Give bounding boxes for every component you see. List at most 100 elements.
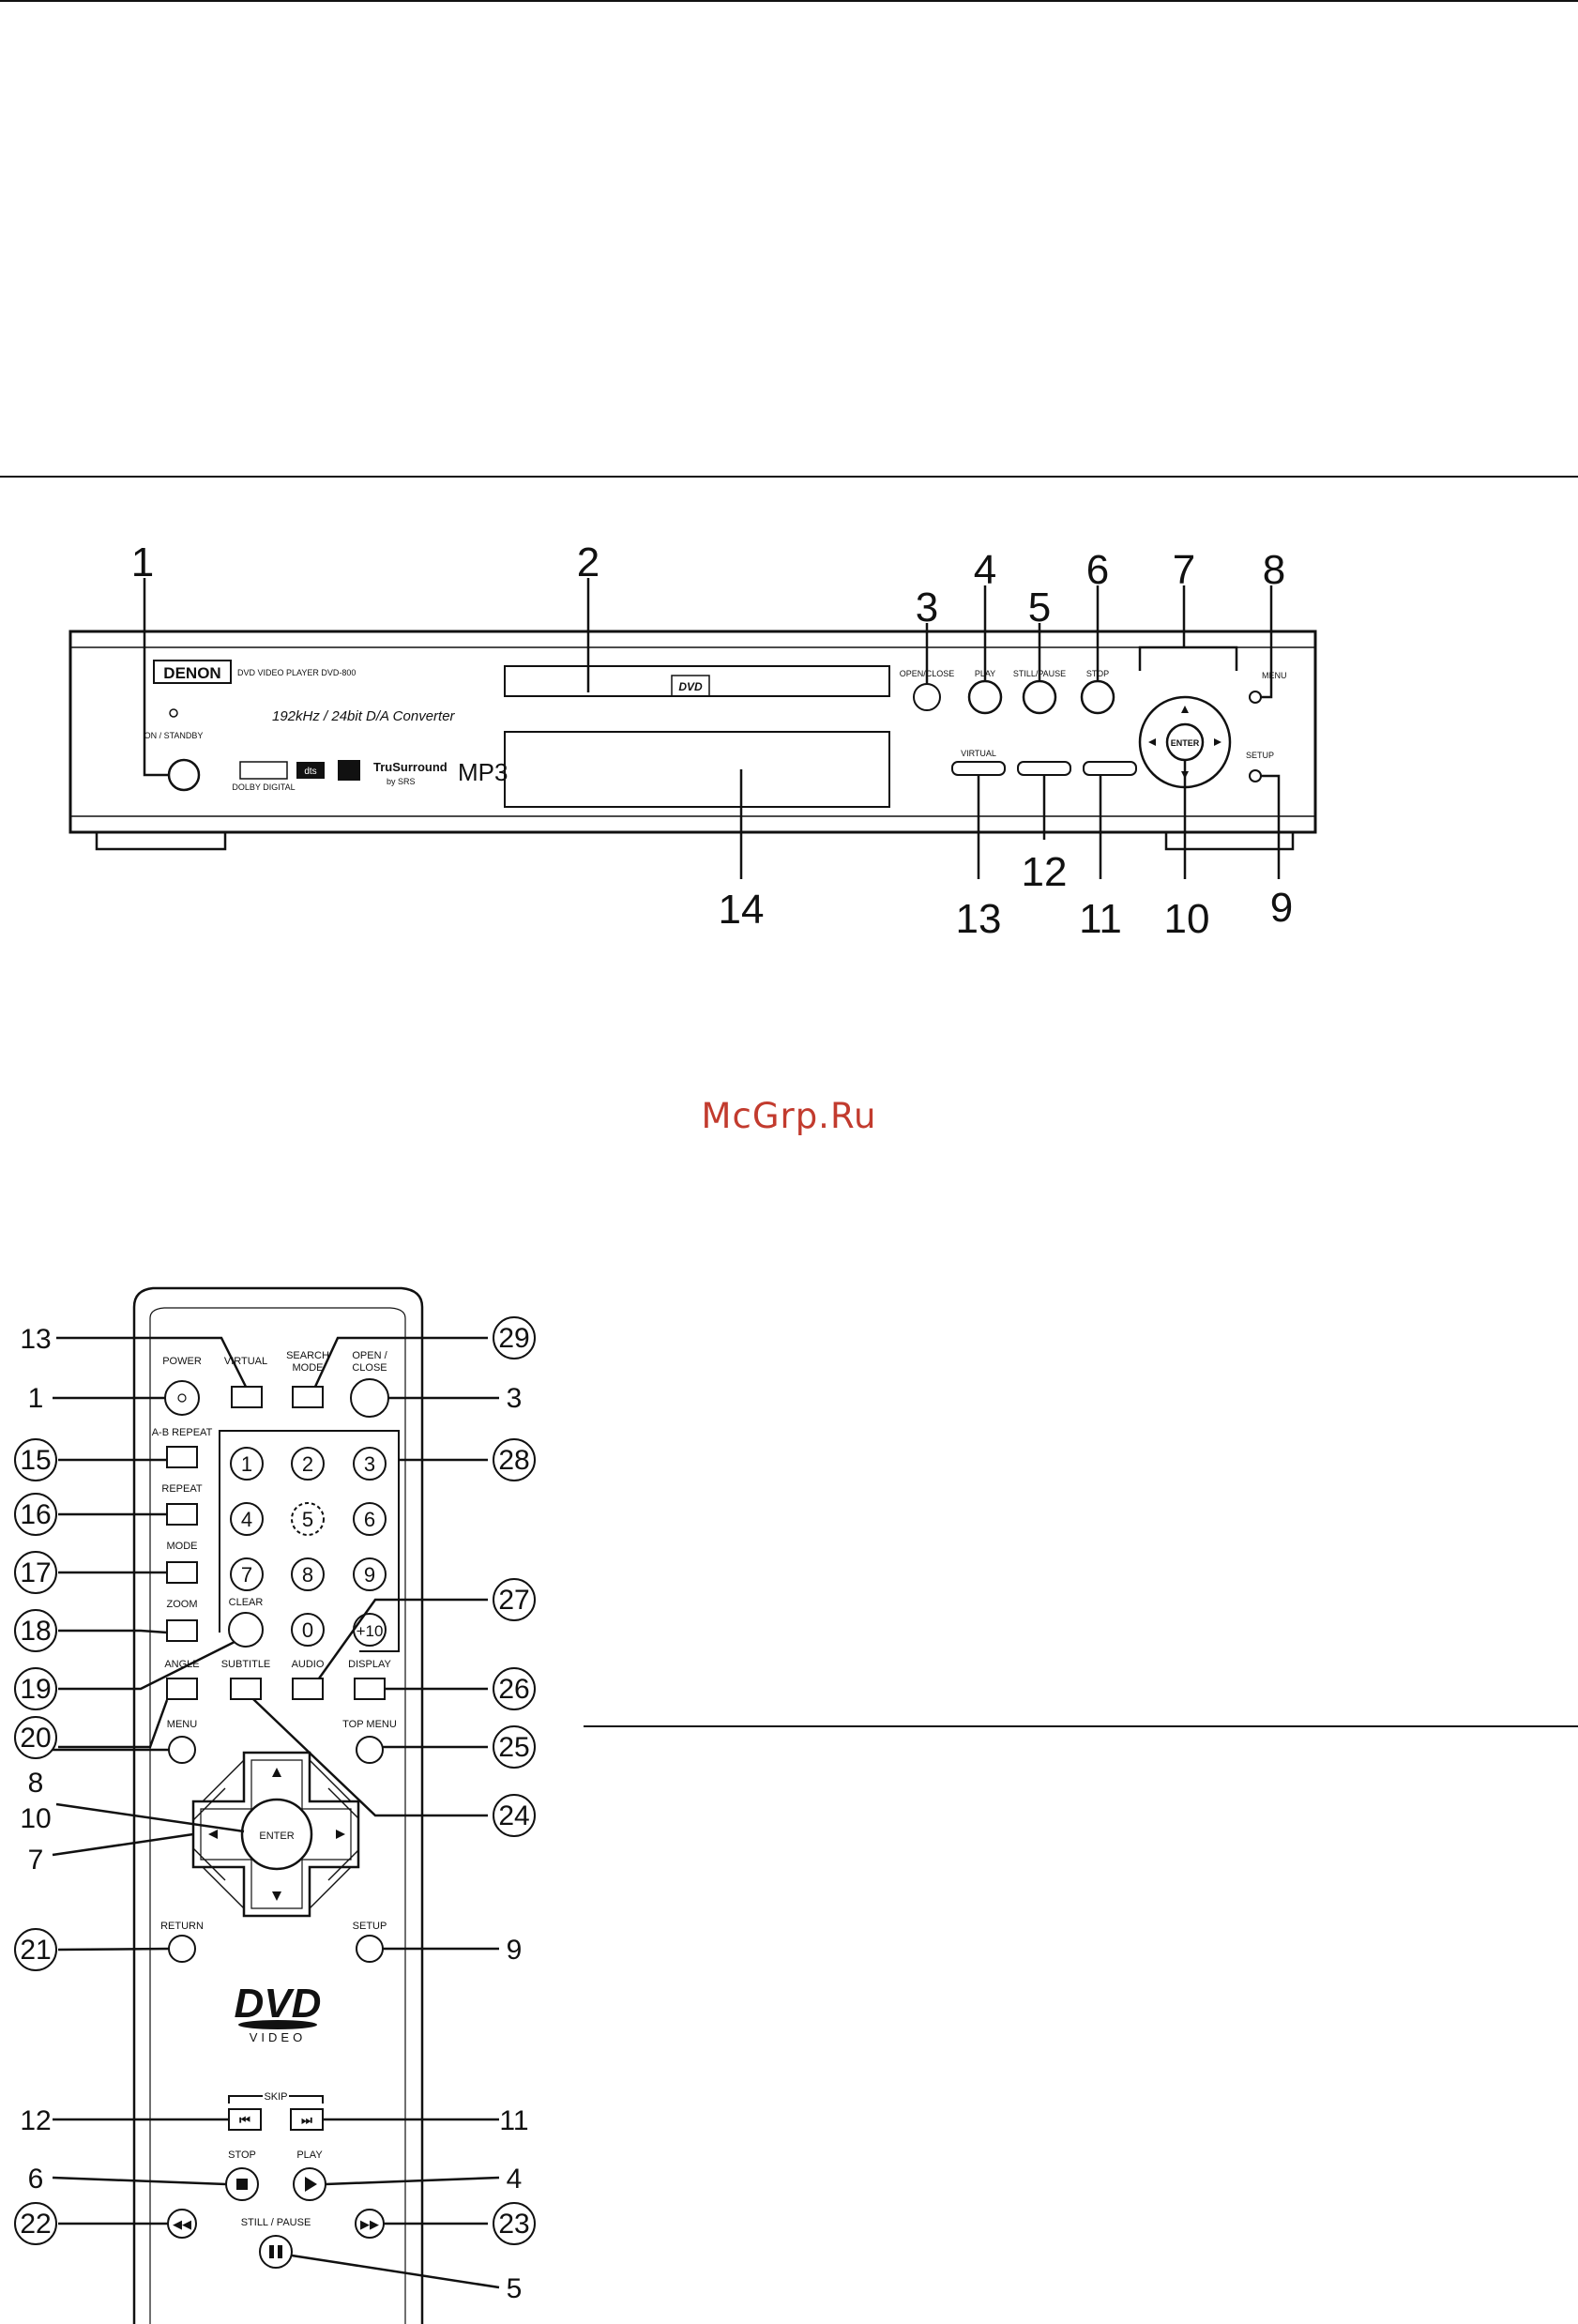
clear-button[interactable] — [228, 1612, 264, 1648]
front-enter-label: ENTER — [1171, 738, 1200, 748]
skip-back-button[interactable] — [1017, 761, 1071, 776]
front-callout-lines — [143, 578, 1281, 879]
angle-button[interactable] — [166, 1678, 198, 1700]
remote-callout-1: 1 — [28, 1383, 44, 1414]
rewind-icon: ◀◀ — [173, 2217, 191, 2231]
remote-menu-button[interactable] — [168, 1736, 196, 1764]
display-window — [504, 731, 890, 808]
zoom-label: ZOOM — [167, 1599, 198, 1610]
audio-label: AUDIO — [292, 1659, 325, 1670]
remote-enter-button[interactable] — [240, 1798, 313, 1871]
pause-icon-bar-1 — [269, 2245, 274, 2258]
ab-repeat-button[interactable] — [166, 1446, 198, 1468]
remote-still-pause-button[interactable] — [259, 2235, 293, 2269]
callout-12: 12 — [1022, 849, 1068, 895]
dolby-label: DOLBY DIGITAL — [232, 782, 295, 792]
virtual-button[interactable] — [951, 761, 1006, 776]
power-label-remote: POWER — [162, 1356, 202, 1367]
skip-forward-button[interactable] — [1083, 761, 1137, 776]
open-close-label-2: CLOSE — [352, 1362, 387, 1374]
callout-3: 3 — [916, 585, 938, 630]
fast-forward-icon: ▶▶ — [360, 2217, 379, 2231]
remote-callouts-left: 13 1 15 16 17 18 19 20 8 10 7 21 12 6 22 — [14, 1324, 57, 2245]
num-label-3: 3 — [364, 1452, 375, 1476]
remote-callout-21: 21 — [20, 1935, 51, 1966]
remote-callout-12: 12 — [20, 2105, 51, 2136]
remote-setup-button[interactable] — [356, 1935, 384, 1963]
remote-callout-7: 7 — [28, 1845, 44, 1876]
num-button-7[interactable] — [230, 1557, 264, 1591]
display-button[interactable] — [354, 1678, 386, 1700]
remote-open-close-button[interactable] — [350, 1378, 389, 1418]
num-button-4[interactable] — [230, 1502, 264, 1536]
setup-label: SETUP — [1246, 751, 1274, 760]
num-button-3[interactable] — [353, 1447, 387, 1481]
remote-callout-27: 27 — [498, 1585, 529, 1616]
num-button-0[interactable] — [291, 1613, 325, 1647]
remote-virtual-button[interactable] — [231, 1386, 263, 1408]
play-icon — [305, 2177, 317, 2192]
num-button-9[interactable] — [353, 1557, 387, 1591]
num-button-5[interactable] — [291, 1502, 325, 1536]
remote-callout-11: 11 — [499, 2105, 528, 2136]
search-mode-label-1: SEARCH — [286, 1350, 329, 1361]
audio-button[interactable] — [292, 1678, 324, 1700]
subtitle-button[interactable] — [230, 1678, 262, 1700]
num-label-4: 4 — [241, 1508, 252, 1531]
nav-pad[interactable]: ENTER — [191, 1751, 360, 1918]
remote-callout-19: 19 — [20, 1674, 51, 1705]
callout-8: 8 — [1263, 547, 1285, 593]
num-button-2[interactable] — [291, 1447, 325, 1481]
mpeg-logo — [338, 760, 360, 781]
remote-search-mode-button[interactable] — [292, 1386, 324, 1408]
remote-callout-13: 13 — [20, 1324, 51, 1355]
remote-enter-label: ENTER — [259, 1830, 294, 1842]
subtitle-label: SUBTITLE — [221, 1659, 271, 1670]
dvd-disc-icon — [238, 2020, 317, 2029]
front-setup-button[interactable] — [1249, 769, 1262, 782]
section-rule — [0, 476, 1578, 478]
zoom-button[interactable] — [166, 1619, 198, 1642]
power-button[interactable] — [167, 758, 201, 792]
mode-label: MODE — [167, 1541, 198, 1552]
remote-callout-25: 25 — [498, 1732, 529, 1763]
remote-callout-8: 8 — [28, 1768, 44, 1799]
remote-power-button[interactable] — [164, 1380, 200, 1416]
remote-figure: POWER VIRTUAL SEARCH MODE OPEN / CLOSE A… — [14, 1286, 536, 2324]
mode-button[interactable] — [166, 1561, 198, 1584]
front-menu-button[interactable] — [1249, 691, 1262, 704]
remote-callout-18: 18 — [20, 1616, 51, 1647]
open-close-button[interactable] — [913, 683, 941, 711]
up-arrow-icon — [1181, 706, 1189, 713]
right-arrow-icon — [1214, 738, 1221, 746]
num-label-7: 7 — [241, 1563, 252, 1587]
right-column-rule — [584, 1725, 1578, 1727]
play-label-remote: PLAY — [296, 2149, 323, 2161]
remote-callout-9: 9 — [507, 1935, 523, 1966]
dts-label: dts — [304, 767, 316, 777]
brand-logo — [153, 660, 232, 684]
num-button-1[interactable] — [230, 1447, 264, 1481]
numpad-frame — [219, 1430, 400, 1652]
front-callouts: 1 2 3 4 5 6 7 8 9 10 11 12 13 14 — [131, 539, 1293, 942]
callout-11: 11 — [1079, 896, 1122, 942]
remote-callout-29: 29 — [498, 1323, 529, 1354]
still-pause-button[interactable] — [1022, 679, 1057, 715]
return-button[interactable] — [168, 1935, 196, 1963]
mp3-label: MP3 — [458, 758, 508, 786]
power-icon — [177, 1393, 187, 1403]
top-menu-button[interactable] — [356, 1736, 384, 1764]
play-button[interactable] — [967, 679, 1003, 715]
srs-label: by SRS — [387, 777, 416, 786]
repeat-button[interactable] — [166, 1503, 198, 1526]
front-panel-figure: DENON DVD VIDEO PLAYER DVD-800 192kHz / … — [68, 539, 1317, 942]
num-button-6[interactable] — [353, 1502, 387, 1536]
top-rule — [0, 0, 1578, 2]
remote-down-icon — [272, 1891, 281, 1901]
num-button-8[interactable] — [291, 1557, 325, 1591]
stop-button[interactable] — [1080, 679, 1115, 715]
display-label: DISPLAY — [348, 1659, 391, 1670]
remote-callout-5: 5 — [507, 2273, 523, 2304]
callout-4: 4 — [974, 547, 996, 593]
callout-7: 7 — [1173, 547, 1195, 593]
